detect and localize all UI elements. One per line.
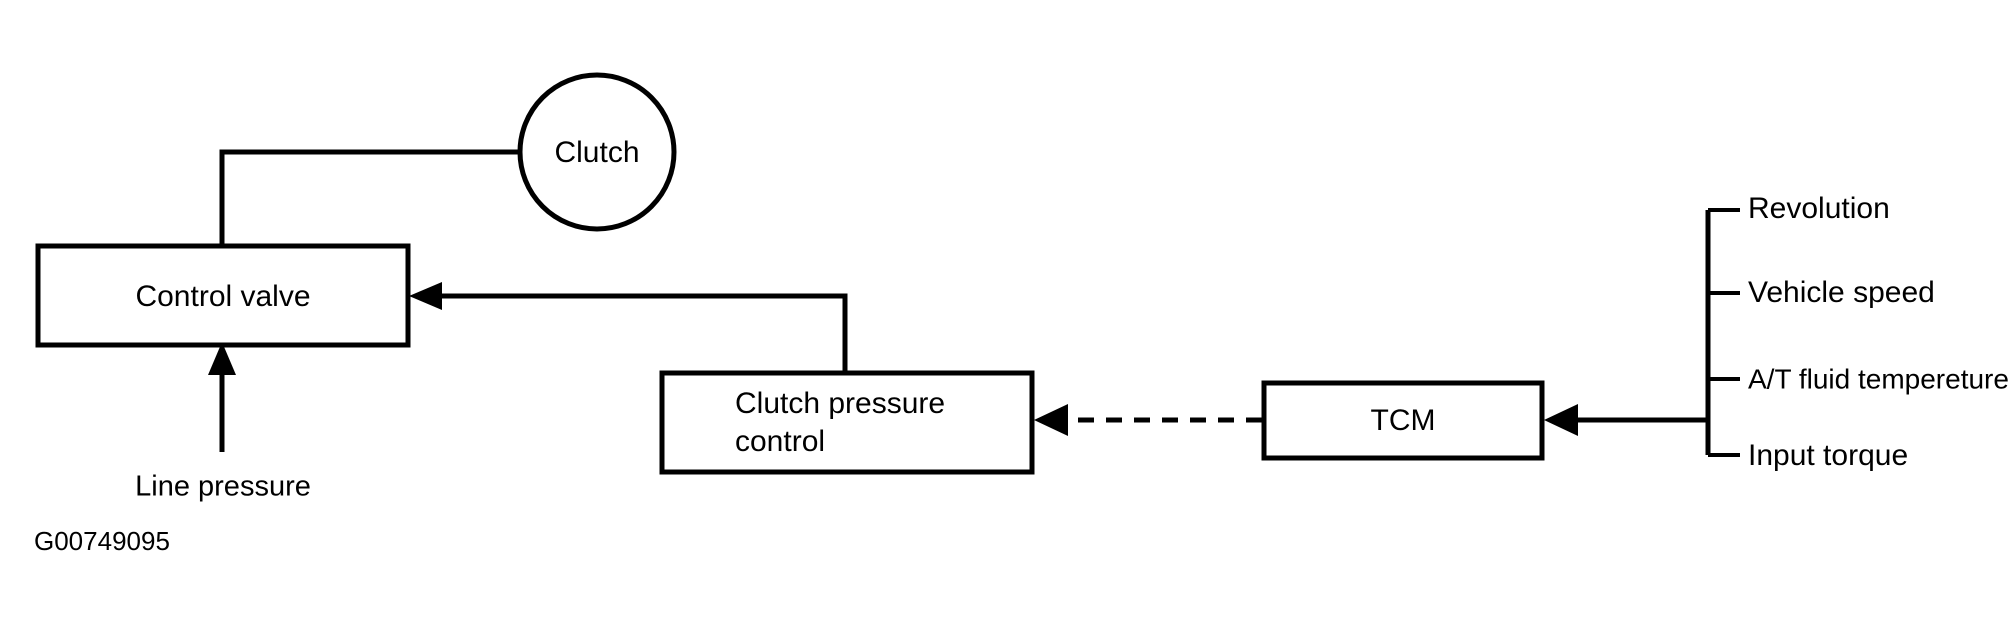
tcm-box-shape — [1261, 380, 1545, 461]
signal-label-input-torque: Input torque — [1748, 439, 1908, 472]
arrow-head-left-icon — [409, 282, 442, 310]
connector-signals-to-tcm — [1544, 404, 1708, 436]
clutch-label: Clutch — [554, 136, 639, 169]
connector-tcm-to-pressure-control-dashed — [1034, 404, 1262, 436]
arrow-head-up-icon — [208, 342, 236, 375]
signal-label-vehicle-speed: Vehicle speed — [1748, 276, 1935, 309]
node-clutch[interactable]: Clutch — [517, 72, 677, 232]
control-valve-box-shape — [35, 243, 411, 348]
clutch-circle-shape — [517, 72, 677, 232]
connector-line-pressure-to-control-valve — [208, 342, 236, 452]
tcm-label: TCM — [1371, 404, 1436, 437]
arrow-head-left-dashed-icon — [1034, 404, 1068, 436]
signal-label-at-fluid-temperature: A/T fluid tempereture — [1748, 363, 2009, 394]
clutch-pressure-control-box-shape — [659, 370, 1035, 475]
node-control-valve[interactable]: Control valve — [35, 243, 411, 348]
connector-pressure-control-to-control-valve — [409, 282, 848, 373]
arrow-head-left-icon-tcm — [1544, 404, 1578, 436]
node-tcm[interactable]: TCM — [1261, 380, 1545, 461]
clutch-pressure-control-label-line1: Clutch pressure — [735, 387, 945, 420]
signal-label-revolution: Revolution — [1748, 192, 1890, 225]
connector-clutch-to-control-valve — [219, 149, 520, 246]
node-clutch-pressure-control[interactable]: Clutch pressure control — [659, 370, 1035, 475]
figure-id-label: G00749095 — [34, 526, 170, 556]
line-pressure-label: Line pressure — [135, 471, 311, 503]
control-valve-label: Control valve — [135, 280, 310, 313]
signal-input-bracket — [1705, 208, 1740, 457]
clutch-pressure-control-label-line2: control — [735, 425, 825, 458]
